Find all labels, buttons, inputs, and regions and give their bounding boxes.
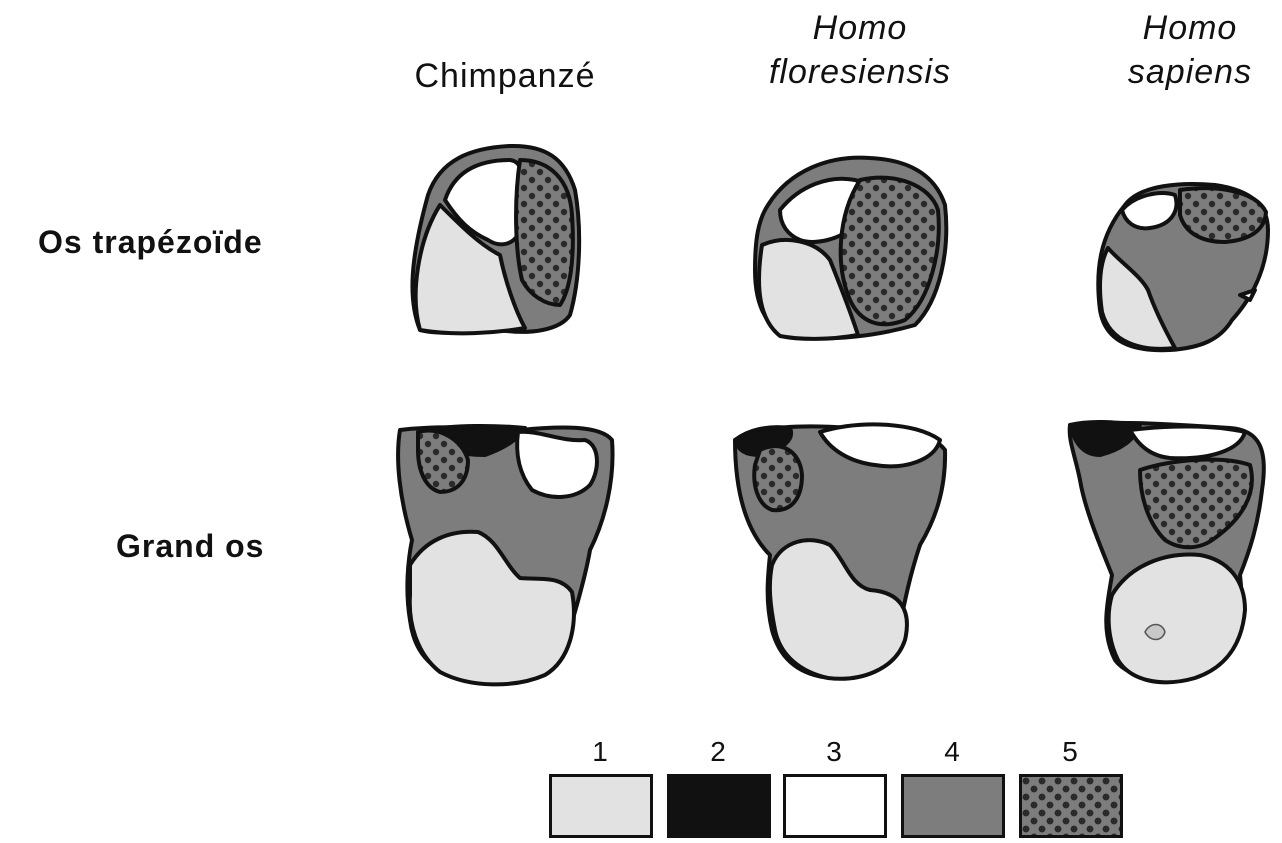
- floresiensis-capitate: [735, 424, 945, 678]
- legend-swatch-2: [667, 774, 771, 838]
- legend-swatch-4: [901, 774, 1005, 838]
- legend-label-1: 1: [580, 736, 620, 768]
- legend-label-3: 3: [814, 736, 854, 768]
- chimpanzee-trapezoid: [412, 146, 579, 333]
- legend-label-5: 5: [1050, 736, 1090, 768]
- legend-label-2: 2: [698, 736, 738, 768]
- legend-label-4: 4: [932, 736, 972, 768]
- floresiensis-trapezoid: [755, 158, 946, 339]
- legend-swatch-1: [549, 774, 653, 838]
- sapiens-capitate: [1070, 422, 1264, 682]
- legend-swatch-3: [783, 774, 887, 838]
- legend-swatch-5: [1019, 774, 1123, 838]
- sapiens-trapezoid: [1098, 184, 1268, 350]
- chimpanzee-capitate: [398, 426, 612, 684]
